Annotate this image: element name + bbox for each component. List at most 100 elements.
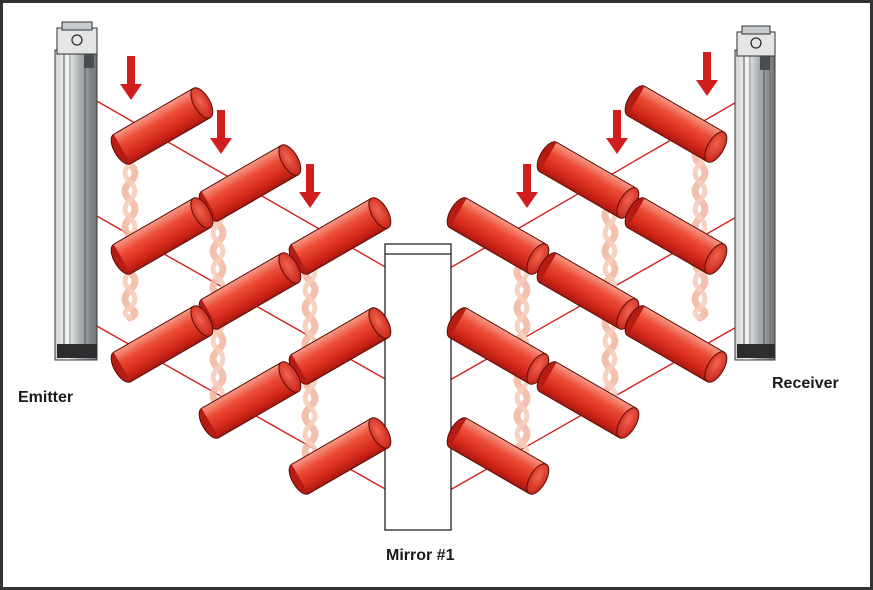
cylinder-rod-icon: [198, 252, 302, 330]
down-arrow-icon: [210, 110, 232, 154]
arrow-shape: [120, 56, 142, 100]
rod-edge-top: [556, 252, 637, 300]
rod-edge-top: [291, 307, 372, 355]
emitter-cap: [56, 27, 98, 55]
rod-body: [449, 418, 547, 494]
mirror-body: [384, 243, 452, 531]
cylinder-rod-icon: [110, 87, 214, 165]
cylinder-rod-icon: [446, 197, 550, 275]
rod-front-cap: [704, 351, 728, 383]
cylinder-rod-icon: [446, 417, 550, 495]
rod-front-cap: [616, 407, 640, 439]
rod-edge-top: [466, 307, 547, 355]
arrow-shape: [516, 164, 538, 208]
receiver-column: [734, 49, 776, 361]
rod-edge-top: [556, 361, 637, 409]
cylinder-rod-icon: [288, 197, 392, 275]
rod-body: [201, 362, 299, 438]
cylinder-rod-icon: [536, 361, 640, 439]
down-arrow-icon: [120, 56, 142, 100]
rod-body: [539, 362, 637, 438]
down-arrow-icon: [696, 52, 718, 96]
light-curtain-receiver-icon: [734, 25, 776, 361]
arrow-shape: [210, 110, 232, 154]
rod-edge-top: [644, 305, 725, 353]
rod-body: [291, 418, 389, 494]
light-curtain-emitter-icon: [54, 21, 98, 361]
rod-edge-top: [201, 361, 282, 409]
rod-edge-top: [291, 197, 372, 245]
rod-edge-top: [113, 197, 194, 245]
rod-body: [201, 145, 299, 221]
down-arrows: [120, 52, 718, 208]
down-arrow-icon: [606, 110, 628, 154]
rod-body: [113, 198, 211, 274]
rod-body: [627, 306, 725, 382]
rod-edge-top: [201, 144, 282, 192]
rod-body: [291, 308, 389, 384]
rod-edge-bottom: [130, 227, 211, 275]
cylinder-rod-icon: [624, 85, 728, 163]
emitter-label: Emitter: [18, 389, 73, 406]
rod-front-cap: [704, 243, 728, 275]
cylinder-rod-icon: [288, 417, 392, 495]
rod-body: [449, 308, 547, 384]
rod-body: [291, 198, 389, 274]
cylinder-rod-icon: [288, 307, 392, 385]
rod-edge-bottom: [449, 447, 530, 495]
rod-edge-top: [556, 141, 637, 189]
rod-edge-top: [466, 197, 547, 245]
arrow-shape: [696, 52, 718, 96]
receiver-cap: [736, 31, 776, 57]
emitter-column: [54, 49, 98, 361]
rod-edge-top: [644, 85, 725, 133]
arrow-shape: [606, 110, 628, 154]
rod-front-cap: [526, 463, 550, 495]
rod-body: [201, 253, 299, 329]
rod-front-cap: [278, 361, 302, 393]
receiver-label: Receiver: [772, 375, 839, 392]
rod-edge-bottom: [308, 337, 389, 385]
cylinder-rod-icon: [536, 252, 640, 330]
mirror-label: Mirror #1: [386, 547, 455, 564]
rod-edge-bottom: [218, 174, 299, 222]
rod-front-cap: [368, 417, 392, 449]
rod-edge-bottom: [449, 227, 530, 275]
mirror: [384, 243, 452, 531]
rod-front-cap: [278, 144, 302, 176]
rod-edge-top: [201, 252, 282, 300]
rod-body: [113, 88, 211, 164]
arrow-shape: [299, 164, 321, 208]
rod-edge-bottom: [130, 117, 211, 165]
rod-front-cap: [368, 307, 392, 339]
rod-edge-top: [113, 87, 194, 135]
cylinder-rod-icon: [198, 361, 302, 439]
rod-edge-top: [291, 417, 372, 465]
cylinder-rod-icon: [446, 307, 550, 385]
cylinder-rod-icon: [110, 197, 214, 275]
rod-edge-bottom: [627, 115, 708, 163]
rod-body: [539, 142, 637, 218]
down-arrow-icon: [299, 164, 321, 208]
rod-body: [627, 198, 725, 274]
rod-edge-bottom: [449, 337, 530, 385]
cylinder-rods: [110, 85, 728, 495]
rod-front-cap: [190, 197, 214, 229]
cylinder-rod-icon: [624, 197, 728, 275]
rod-edge-bottom: [539, 171, 620, 219]
rod-body: [449, 198, 547, 274]
cylinder-rod-icon: [110, 305, 214, 383]
rod-edge-top: [644, 197, 725, 245]
rod-front-cap: [704, 131, 728, 163]
cylinder-rod-icon: [536, 141, 640, 219]
rod-body: [627, 86, 725, 162]
rod-edge-bottom: [308, 227, 389, 275]
rod-edge-bottom: [218, 282, 299, 330]
rod-front-cap: [368, 197, 392, 229]
rod-edge-bottom: [539, 391, 620, 439]
down-arrow-icon: [516, 164, 538, 208]
rod-edge-bottom: [130, 335, 211, 383]
rod-front-cap: [190, 305, 214, 337]
